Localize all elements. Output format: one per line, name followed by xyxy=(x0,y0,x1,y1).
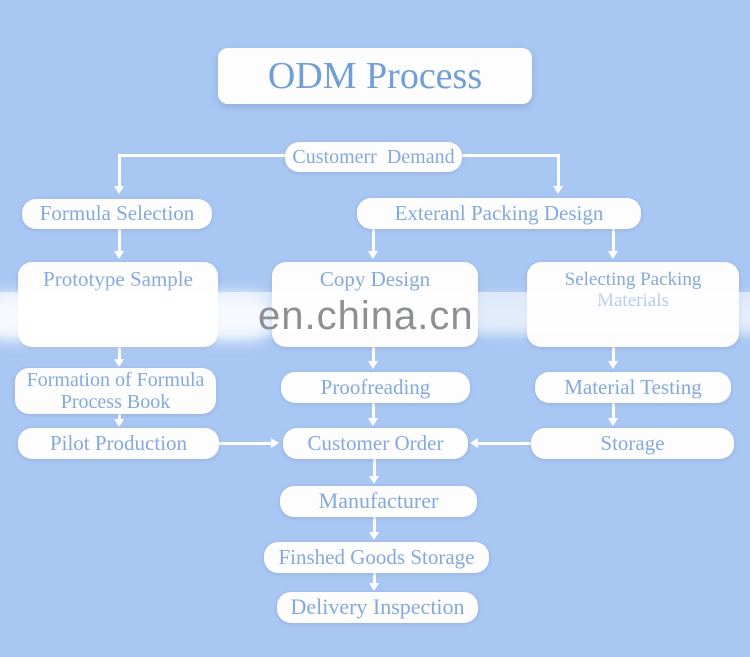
node-label: Prototype Sample xyxy=(43,267,193,291)
arrowhead-to-formula-selection xyxy=(114,186,124,194)
watermark-blur-blob-center xyxy=(470,296,542,334)
node-manufacturer: Manufacturer xyxy=(280,486,477,517)
arrowhead-to-selecting-materials xyxy=(608,251,618,259)
node-label: Customerr Demand xyxy=(292,146,455,168)
connector-demand-right-drop xyxy=(557,154,560,186)
node-label: Manufacturer xyxy=(318,488,439,514)
connector-formation-to-pilot xyxy=(118,414,121,420)
page-title: ODM Process xyxy=(267,55,483,97)
arrowhead-to-copy-design xyxy=(368,251,378,259)
arrowhead-to-manufacturer xyxy=(369,476,379,484)
arrowhead-to-customer-order xyxy=(368,418,378,426)
arrowhead-to-external-packing xyxy=(553,186,563,194)
arrowhead-to-pilot-production xyxy=(114,419,124,427)
node-label: Pilot Production xyxy=(49,430,188,455)
node-label: Finshed Goods Storage xyxy=(278,544,475,569)
arrowhead-to-finished-goods xyxy=(369,532,379,540)
arrowhead-to-material-testing xyxy=(608,361,618,369)
watermark-blur-blob-right xyxy=(732,296,750,334)
connector-manufacturer-to-finished xyxy=(373,517,376,533)
node-formula-selection: Formula Selection xyxy=(22,199,212,229)
connector-prototype-to-formation xyxy=(118,347,121,360)
node-formation-of-formula-process-book: Formation of Formula Process Book xyxy=(15,368,216,414)
connector-order-to-manufacturer xyxy=(373,459,376,477)
connector-pilot-to-order xyxy=(219,442,271,445)
arrowhead-to-delivery-inspection xyxy=(369,583,379,591)
connector-copy-to-proofreading xyxy=(372,347,375,362)
node-finished-goods-storage: Finshed Goods Storage xyxy=(264,542,489,573)
connector-external-to-selecting xyxy=(612,229,615,251)
node-label: Delivery Inspection xyxy=(290,594,465,620)
node-pilot-production: Pilot Production xyxy=(18,428,219,459)
node-proofreading: Proofreading xyxy=(281,372,470,403)
node-delivery-inspection: Delivery Inspection xyxy=(277,592,478,623)
node-customer-demand: Customerr Demand xyxy=(285,142,462,172)
connector-external-to-copy xyxy=(372,229,375,251)
node-label: Exteranl Packing Design xyxy=(394,200,604,225)
watermark-blur-blob-left xyxy=(0,293,273,341)
node-label: Material Testing xyxy=(564,374,702,399)
arrowhead-storage-to-order xyxy=(470,438,478,448)
connector-formula-to-prototype xyxy=(118,229,121,251)
node-customer-order: Customer Order xyxy=(283,428,468,459)
node-label: Customer Order xyxy=(307,430,444,455)
node-storage: Storage xyxy=(531,428,734,459)
arrowhead-to-proofreading xyxy=(368,361,378,369)
title-box: ODM Process xyxy=(218,48,532,104)
connector-finished-to-delivery xyxy=(373,573,376,584)
watermark-text: en.china.cn xyxy=(258,294,474,338)
connector-testing-to-storage xyxy=(612,403,615,419)
connector-demand-left-drop xyxy=(118,154,121,186)
node-label: Copy Design xyxy=(319,267,431,291)
connector-selecting-to-material-testing xyxy=(612,347,615,362)
node-label: Proofreading xyxy=(320,374,431,399)
connector-demand-to-left xyxy=(119,154,285,157)
connector-storage-to-order xyxy=(478,442,531,445)
arrowhead-pilot-to-order xyxy=(271,438,279,448)
connector-demand-to-right xyxy=(462,154,559,157)
node-label: Formula Selection xyxy=(39,201,195,226)
connector-proofreading-to-order xyxy=(372,403,375,419)
node-label: Formation of Formula Process Book xyxy=(26,369,205,413)
node-material-testing: Material Testing xyxy=(535,372,731,403)
node-external-packing-design: Exteranl Packing Design xyxy=(357,198,641,229)
arrowhead-to-formation xyxy=(114,359,124,367)
arrowhead-to-storage xyxy=(608,418,618,426)
arrowhead-to-prototype-sample xyxy=(114,251,124,259)
node-label: Storage xyxy=(600,430,665,455)
